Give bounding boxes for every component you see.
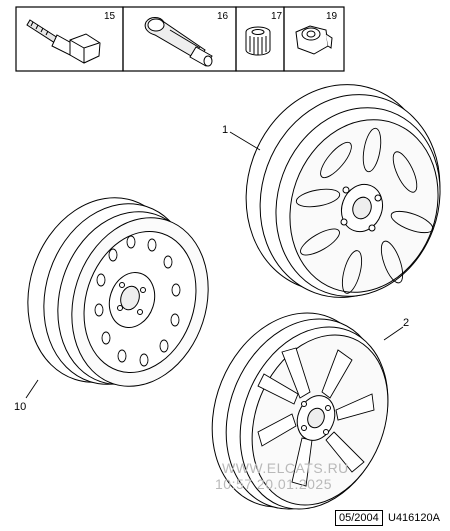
leader-lines bbox=[25, 131, 404, 399]
part-number-19: 19 bbox=[326, 11, 338, 22]
part-number-2: 2 bbox=[403, 317, 409, 329]
part-number-16: 16 bbox=[217, 11, 229, 22]
diagram-code: U416120A bbox=[388, 512, 440, 524]
part-number-17: 17 bbox=[271, 11, 283, 22]
small-parts-panel bbox=[15, 6, 345, 72]
alloy-wheel[interactable] bbox=[184, 289, 414, 531]
watermark-timestamp: 10:57 20.01.2025 bbox=[215, 476, 332, 492]
steel-wheel-holes bbox=[94, 235, 181, 367]
valve-cap-icon[interactable] bbox=[245, 26, 271, 56]
lock-nut-icon[interactable] bbox=[295, 25, 333, 55]
hubcap-wheel[interactable] bbox=[218, 59, 450, 323]
part-number-10: 10 bbox=[14, 401, 26, 413]
tire-valve-icon[interactable] bbox=[144, 17, 213, 67]
steel-wheel[interactable] bbox=[5, 178, 230, 404]
watermark-site: WWW.ELCATS.RU bbox=[222, 460, 349, 476]
diagram-date: 05/2004 bbox=[335, 510, 383, 526]
wheel-bolt-icon[interactable] bbox=[26, 19, 101, 64]
hubcap-slots bbox=[295, 127, 434, 294]
part-number-1: 1 bbox=[222, 124, 228, 136]
part-number-15: 15 bbox=[104, 11, 116, 22]
